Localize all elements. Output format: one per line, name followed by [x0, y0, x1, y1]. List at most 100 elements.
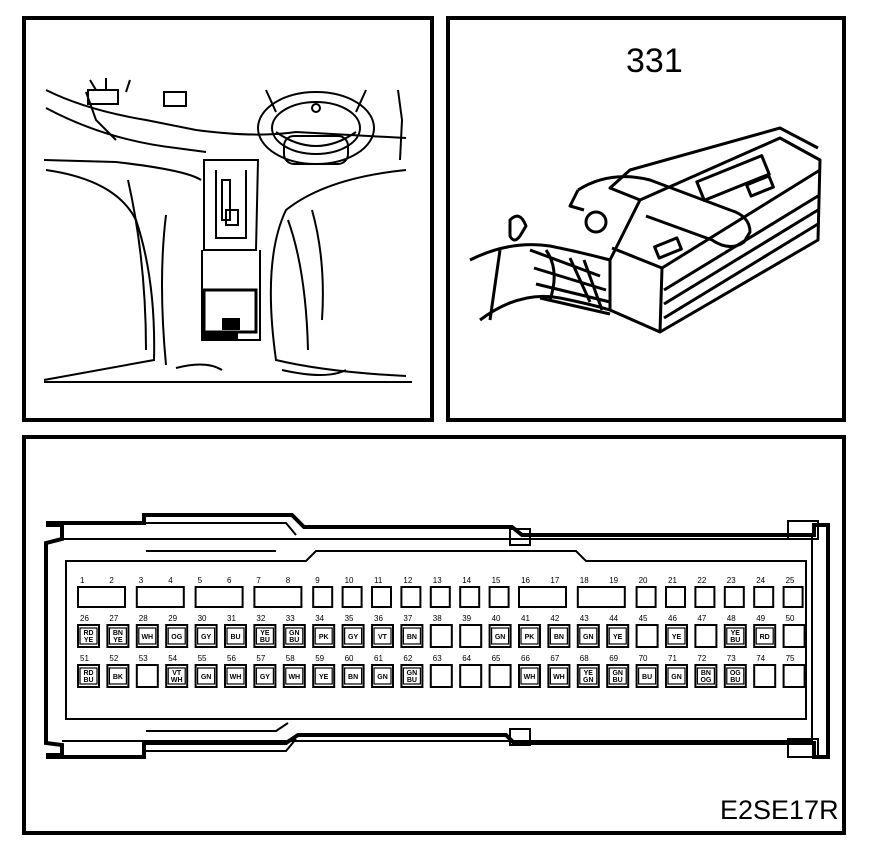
pin-number: 3	[139, 576, 144, 585]
pin-number: 21	[668, 576, 677, 585]
pin-code-frame	[549, 627, 569, 645]
pin-slot	[194, 624, 218, 648]
pin-slot	[635, 624, 659, 648]
pin-code-frame	[197, 627, 216, 645]
pin-slot	[459, 664, 483, 688]
pin-slot	[224, 664, 247, 688]
pin-code-frame	[667, 667, 686, 685]
pin-code-frame	[226, 667, 245, 685]
pin-code-frame	[285, 627, 304, 645]
pin-number: 40	[492, 614, 501, 623]
pin-slot	[400, 664, 424, 688]
wire-color-code: OG	[171, 634, 182, 641]
wire-color-code: BN	[701, 670, 711, 677]
pin-slot	[606, 664, 630, 688]
pin-number: 55	[198, 654, 207, 663]
connector-panel: 331	[446, 16, 846, 422]
pin-slot	[135, 664, 159, 688]
pin-code-frame	[608, 627, 627, 645]
pin-slot	[694, 586, 716, 608]
pin-code-frame	[314, 667, 333, 685]
pin-slot	[518, 586, 567, 608]
pin-number: 43	[580, 614, 589, 623]
pin-number: 8	[286, 576, 291, 585]
pin-number: 12	[403, 576, 412, 585]
pin-number: 2	[109, 576, 114, 585]
figure-id: E2SE17R	[720, 795, 839, 825]
wire-color-code: GY	[348, 634, 358, 641]
pin-number: 71	[668, 654, 677, 663]
pin-code-frame	[167, 667, 186, 685]
pin-number: 57	[256, 654, 265, 663]
pin-slot	[282, 624, 306, 648]
wire-color-code: WH	[553, 674, 565, 681]
wire-color-code: GN	[583, 677, 594, 684]
pin-number: 74	[756, 654, 765, 663]
connector-number: 331	[626, 42, 683, 80]
pin-slot	[135, 624, 159, 648]
pin-number: 29	[168, 614, 177, 623]
pin-code-frame	[108, 627, 128, 645]
pin-slot	[165, 624, 189, 648]
pin-number: 63	[433, 654, 442, 663]
pin-code-frame	[167, 627, 186, 645]
car-interior-illustration	[43, 78, 412, 383]
pin-slot	[429, 624, 453, 648]
pin-slot	[400, 586, 422, 608]
wire-color-code: GN	[583, 634, 594, 641]
pin-number: 34	[315, 614, 324, 623]
pin-code-frame	[255, 627, 274, 645]
pin-number: 1	[80, 576, 85, 585]
pin-number: 72	[697, 654, 706, 663]
pin-code-frame	[579, 667, 598, 685]
pin-code-frame	[197, 667, 216, 685]
pin-slot	[753, 586, 775, 608]
wire-color-code: OG	[730, 670, 741, 677]
pin-number: 37	[403, 614, 412, 623]
wire-color-code: BU	[730, 677, 740, 684]
pin-slot	[488, 664, 512, 688]
pin-code-frame	[579, 627, 598, 645]
pin-slot	[77, 664, 100, 688]
pin-slot	[488, 586, 510, 608]
connector-illustration	[469, 126, 822, 334]
pin-slot	[341, 624, 365, 648]
pin-number: 32	[256, 614, 265, 623]
pin-number: 9	[315, 576, 320, 585]
pin-slot	[459, 624, 483, 648]
pin-slot	[165, 664, 189, 688]
pin-number: 10	[345, 576, 354, 585]
wire-color-code: BU	[613, 677, 623, 684]
wire-color-code: BN	[113, 630, 123, 637]
wire-color-code: OG	[700, 677, 711, 684]
pin-number: 45	[639, 614, 648, 623]
pin-code-frame	[373, 627, 392, 645]
pin-slot	[371, 624, 394, 648]
pin-slot	[341, 664, 365, 688]
pin-code-frame	[314, 627, 333, 645]
pin-number: 36	[374, 614, 383, 623]
pin-number: 20	[639, 576, 648, 585]
pin-number: 31	[227, 614, 236, 623]
wire-color-code: YE	[84, 637, 94, 644]
pin-number: 5	[198, 576, 203, 585]
pin-slot	[576, 586, 626, 608]
pin-code-frame	[373, 667, 392, 685]
pin-slot	[135, 586, 185, 608]
wire-color-code: VT	[378, 634, 388, 641]
pin-number: 24	[756, 576, 765, 585]
pin-slot	[400, 624, 424, 648]
pin-number: 33	[286, 614, 295, 623]
pin-number: 61	[374, 654, 383, 663]
pin-slot	[723, 624, 747, 648]
pin-number: 48	[727, 614, 736, 623]
wire-color-code: PK	[319, 634, 329, 641]
pin-number: 53	[139, 654, 148, 663]
pin-number: 68	[580, 654, 589, 663]
pin-slot	[547, 664, 571, 688]
wire-color-code: VT	[172, 670, 182, 677]
wire-color-code: WH	[524, 674, 536, 681]
wire-color-code: WH	[230, 674, 242, 681]
wire-color-code: YE	[672, 634, 682, 641]
